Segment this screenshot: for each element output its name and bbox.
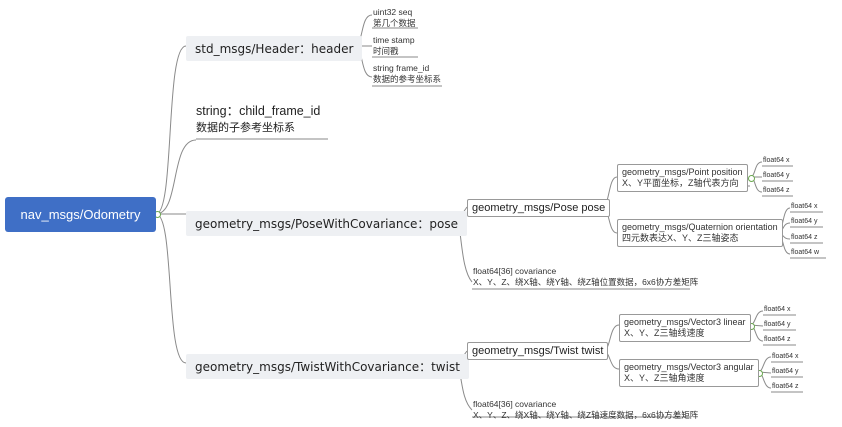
orientation-node[interactable]: geometry_msgs/Quaternion orientation 四元数… — [617, 219, 783, 247]
child-frame-type: string：child_frame_id — [196, 104, 321, 118]
twist-covariance-desc: X、Y、Z、绕X轴、绕Y轴、绕Z轴速度数据，6x6协方差矩阵 — [473, 410, 699, 420]
header-seq-desc: 第几个数据 — [373, 18, 416, 28]
header-frame-id-type: string frame_id — [373, 63, 430, 73]
header-stamp-type: time stamp — [373, 35, 415, 45]
angular-type: geometry_msgs/Vector3 angular — [624, 362, 754, 372]
angular-desc: X、Y、Z三轴角速度 — [624, 373, 705, 383]
pose-node[interactable]: geometry_msgs/Pose pose — [467, 199, 611, 217]
linear-y-field[interactable]: float64 y — [764, 321, 791, 328]
angular-z-field[interactable]: float64 z — [772, 383, 799, 390]
twist-covariance-node[interactable]: float64[36] covariance X、Y、Z、绕X轴、绕Y轴、绕Z轴… — [473, 399, 698, 421]
root-node[interactable]: nav_msgs/Odometry — [5, 197, 156, 232]
position-z-field[interactable]: float64 z — [763, 187, 790, 194]
orientation-z-field[interactable]: float64 z — [791, 234, 818, 241]
position-y-field[interactable]: float64 y — [763, 172, 790, 179]
linear-type: geometry_msgs/Vector3 linear — [624, 317, 746, 327]
orientation-y-field[interactable]: float64 y — [791, 218, 818, 225]
child-frame-desc: 数据的子参考坐标系 — [196, 122, 295, 134]
header-seq-type: uint32 seq — [373, 7, 413, 17]
header-stamp-desc: 时间戳 — [373, 46, 399, 56]
header-frame-id-desc: 数据的参考坐标系 — [373, 74, 442, 84]
child-frame-node[interactable]: string：child_frame_id 数据的子参考坐标系 — [196, 104, 320, 135]
pose-covariance-desc: X、Y、Z、绕X轴、绕Y轴、绕Z轴位置数据，6x6协方差矩阵 — [473, 277, 699, 287]
pose-covariance-type: float64[36] covariance — [473, 266, 557, 276]
orientation-desc: 四元数表达X、Y、Z三轴姿态 — [622, 233, 739, 243]
position-node[interactable]: geometry_msgs/Point position X、Y平面坐标，Z轴代… — [617, 164, 748, 192]
header-stamp-node[interactable]: time stamp 时间戳 — [373, 35, 415, 57]
twist-with-covariance-node[interactable]: geometry_msgs/TwistWithCovariance：twist — [186, 354, 469, 379]
collapse-toggle-position[interactable] — [748, 175, 755, 182]
orientation-w-field[interactable]: float64 w — [791, 249, 820, 256]
orientation-type: geometry_msgs/Quaternion orientation — [622, 222, 778, 232]
pose-covariance-node[interactable]: float64[36] covariance X、Y、Z、绕X轴、绕Y轴、绕Z轴… — [473, 266, 698, 288]
position-desc: X、Y平面坐标，Z轴代表方向 — [622, 178, 739, 188]
header-seq-node[interactable]: uint32 seq 第几个数据 — [373, 7, 416, 29]
linear-node[interactable]: geometry_msgs/Vector3 linear X、Y、Z三轴线速度 — [619, 314, 751, 342]
linear-z-field[interactable]: float64 z — [764, 336, 791, 343]
angular-node[interactable]: geometry_msgs/Vector3 angular X、Y、Z三轴角速度 — [619, 359, 759, 387]
header-frame-id-node[interactable]: string frame_id 数据的参考坐标系 — [373, 63, 441, 85]
linear-x-field[interactable]: float64 x — [764, 306, 791, 313]
linear-desc: X、Y、Z三轴线速度 — [624, 328, 705, 338]
orientation-x-field[interactable]: float64 x — [791, 203, 818, 210]
pose-with-covariance-node[interactable]: geometry_msgs/PoseWithCovariance：pose — [186, 211, 468, 236]
position-x-field[interactable]: float64 x — [763, 157, 790, 164]
position-type: geometry_msgs/Point position — [622, 167, 743, 177]
angular-x-field[interactable]: float64 x — [772, 353, 799, 360]
twist-covariance-type: float64[36] covariance — [473, 399, 557, 409]
header-node[interactable]: std_msgs/Header：header — [186, 36, 363, 61]
angular-y-field[interactable]: float64 y — [772, 368, 799, 375]
twist-node[interactable]: geometry_msgs/Twist twist — [467, 342, 609, 360]
